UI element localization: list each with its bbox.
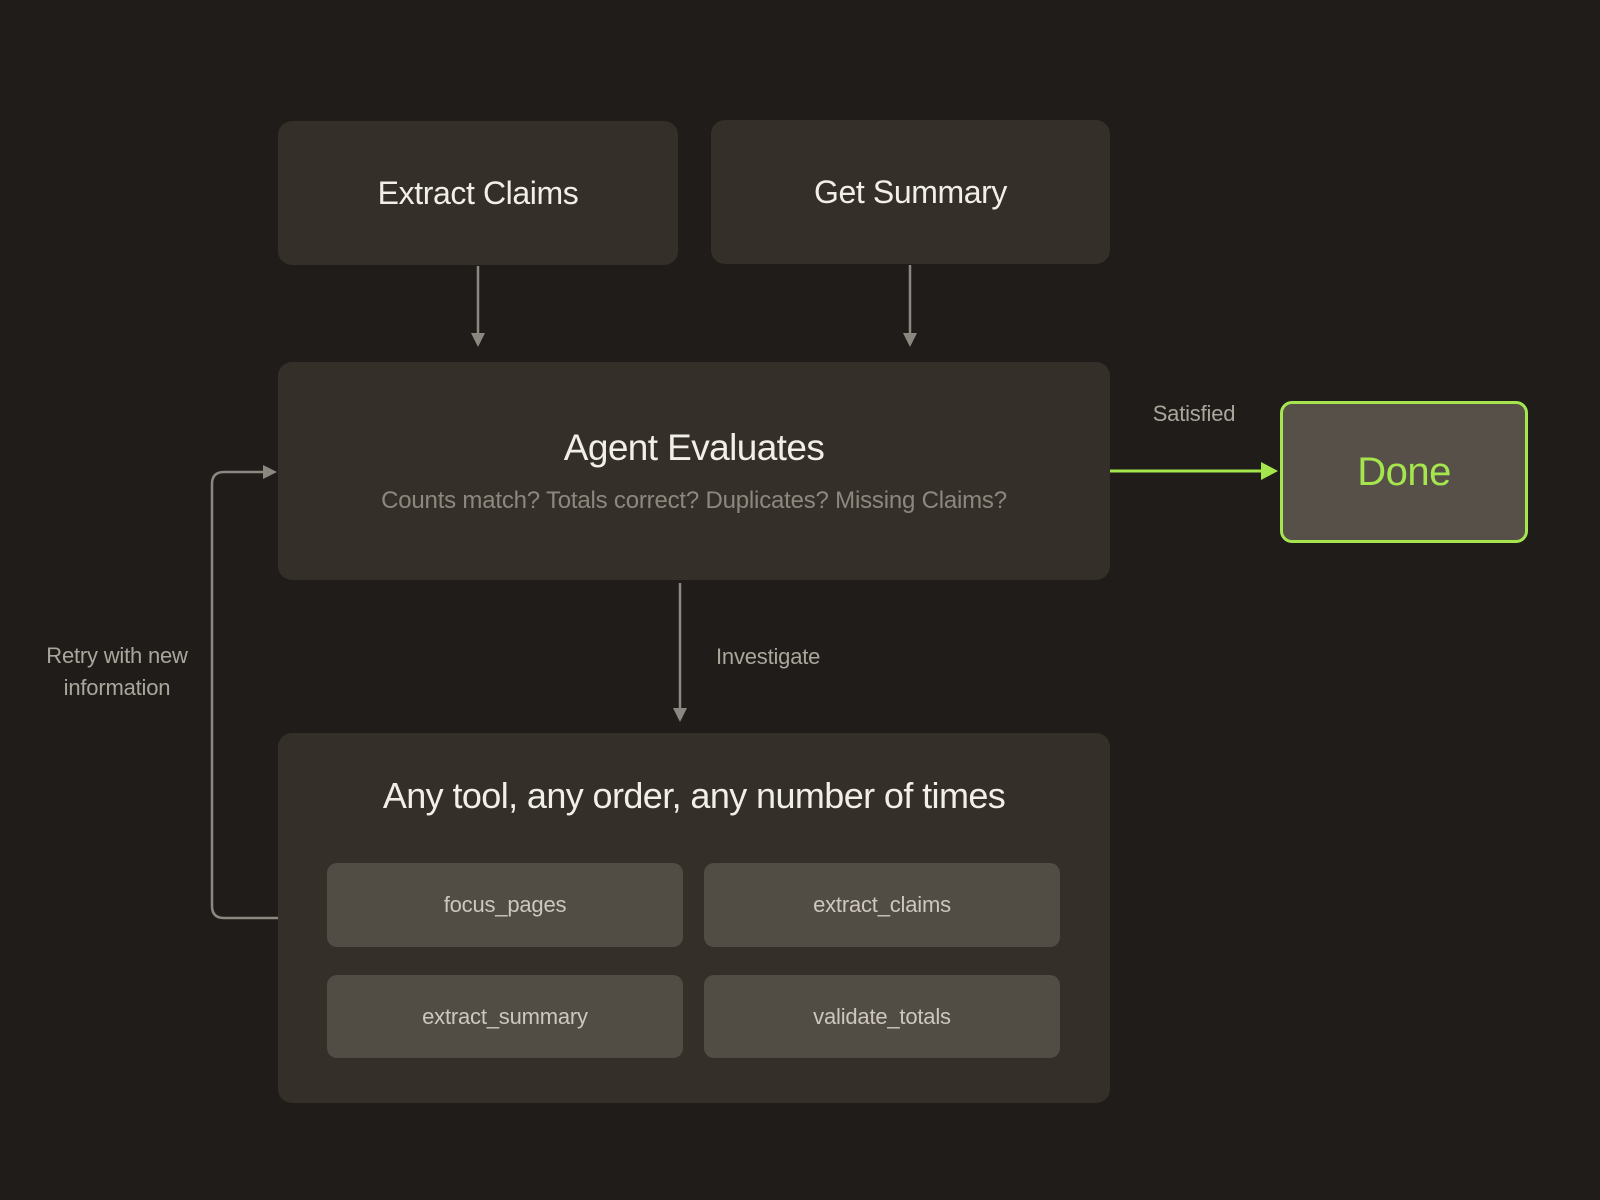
node-agent-evaluates: Agent Evaluates Counts match? Totals cor… bbox=[278, 362, 1110, 580]
tool-extract-summary: extract_summary bbox=[327, 975, 683, 1058]
edge-agent-to-done bbox=[1110, 462, 1278, 480]
tool-validate-totals: validate_totals bbox=[704, 975, 1060, 1058]
edge-label-retry: Retry with new information bbox=[27, 640, 207, 704]
edge-label-retry-line1: Retry with new bbox=[46, 643, 188, 668]
tool-extract-claims: extract_claims bbox=[704, 863, 1060, 947]
node-toolbox: Any tool, any order, any number of times… bbox=[278, 733, 1110, 1103]
edge-extract-claims-to-agent bbox=[471, 266, 485, 347]
edge-label-investigate: Investigate bbox=[716, 644, 821, 669]
toolbox-title: Any tool, any order, any number of times bbox=[382, 775, 1006, 816]
edge-agent-to-toolbox bbox=[673, 583, 687, 722]
tool-extract-claims-label: extract_claims bbox=[813, 892, 951, 917]
agent-evaluates-subtitle: Counts match? Totals correct? Duplicates… bbox=[381, 487, 1007, 514]
node-extract-claims: Extract Claims bbox=[278, 121, 678, 265]
done-label: Done bbox=[1357, 449, 1451, 494]
agent-evaluates-title: Agent Evaluates bbox=[563, 427, 825, 468]
edge-label-satisfied: Satisfied bbox=[1152, 401, 1236, 426]
tool-focus-pages-label: focus_pages bbox=[443, 892, 567, 917]
tool-focus-pages: focus_pages bbox=[327, 863, 683, 947]
extract-claims-title: Extract Claims bbox=[377, 174, 579, 211]
edge-get-summary-to-agent bbox=[903, 265, 917, 347]
node-done: Done bbox=[1280, 401, 1528, 543]
tool-extract-summary-label: extract_summary bbox=[422, 1003, 588, 1029]
get-summary-title: Get Summary bbox=[814, 173, 1007, 210]
edge-retry-loop bbox=[210, 465, 279, 920]
node-get-summary: Get Summary bbox=[711, 120, 1110, 264]
tool-validate-totals-label: validate_totals bbox=[813, 1003, 951, 1029]
edge-label-retry-line2: information bbox=[63, 675, 171, 700]
